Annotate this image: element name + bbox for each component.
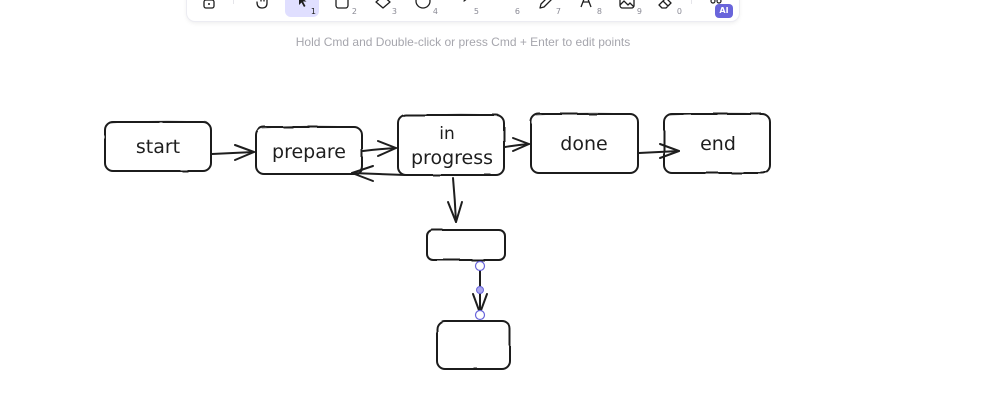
hand-icon xyxy=(256,0,268,9)
shortcut-key: 6 xyxy=(514,7,520,16)
shortcut-key: 1 xyxy=(310,7,316,16)
selection-tool-button[interactable]: 1 xyxy=(285,0,319,17)
arrow-tool-button[interactable]: 5 xyxy=(448,0,482,17)
shortcut-key: 3 xyxy=(391,7,397,16)
shortcut-key: 2 xyxy=(351,7,357,16)
rectangle-tool-button[interactable]: 2 xyxy=(326,0,360,17)
toolbar-divider xyxy=(233,0,234,4)
text-tool-button[interactable]: 8 xyxy=(571,0,605,17)
shortcut-key: 0 xyxy=(676,7,682,16)
image-icon xyxy=(619,0,635,9)
ai-badge[interactable]: AI xyxy=(715,4,733,18)
arrow-in-progress-to-done[interactable] xyxy=(504,137,530,152)
toolbar-divider xyxy=(691,0,692,4)
node-label-end: end xyxy=(700,133,736,155)
main-toolbar: 1 2 3 4 5 xyxy=(187,0,739,21)
edit-points-hint: Hold Cmd and Double-click or press Cmd +… xyxy=(295,35,631,49)
lock-tool-button[interactable] xyxy=(193,0,227,17)
extra-tools-icon xyxy=(710,0,722,4)
pencil-tool-button[interactable]: 7 xyxy=(530,0,564,17)
diagram-node-prepare[interactable] xyxy=(255,125,363,175)
ellipse-tool-button[interactable]: 4 xyxy=(407,0,441,17)
shortcut-key: 5 xyxy=(473,7,479,16)
diagram-node-empty-1[interactable] xyxy=(426,229,506,261)
diamond-icon xyxy=(375,0,391,9)
arrow-in-progress-to-empty-1[interactable] xyxy=(447,177,463,223)
lock-icon xyxy=(203,0,215,9)
diamond-tool-button[interactable]: 3 xyxy=(366,0,400,17)
diagram-node-empty-2[interactable] xyxy=(436,320,511,370)
eraser-tool-button[interactable]: 0 xyxy=(651,0,685,17)
shortcut-key: 9 xyxy=(636,7,642,16)
selection-icon xyxy=(299,0,307,7)
arrow-start-point-handle[interactable] xyxy=(474,260,486,272)
node-label-in-progress-line2: progress xyxy=(411,147,493,169)
arrow-midpoint-handle[interactable] xyxy=(476,286,484,294)
hand-tool-button[interactable] xyxy=(245,0,279,17)
arrow-done-to-end[interactable] xyxy=(638,143,680,159)
text-icon xyxy=(580,0,592,8)
node-label-start: start xyxy=(136,136,180,158)
rectangle-icon xyxy=(335,0,349,9)
arrow-point-handles[interactable] xyxy=(474,260,486,321)
diagram-node-end[interactable] xyxy=(663,112,771,174)
arrow-start-to-prepare[interactable] xyxy=(211,144,255,161)
ellipse-icon xyxy=(415,0,431,9)
shortcut-key: 7 xyxy=(555,7,561,16)
diagram-node-done[interactable] xyxy=(530,112,639,174)
shortcut-key: 8 xyxy=(596,7,602,16)
image-tool-button[interactable]: 9 xyxy=(611,0,645,17)
pencil-icon xyxy=(539,0,552,9)
extra-tools-button[interactable] xyxy=(699,0,733,17)
node-label-prepare: prepare xyxy=(272,141,346,163)
node-label-in-progress-line1: in xyxy=(439,124,455,144)
eraser-icon xyxy=(658,0,672,9)
arrow-end-point-handle[interactable] xyxy=(474,309,486,321)
line-tool-button[interactable]: 6 xyxy=(489,0,523,17)
arrow-in-progress-to-prepare[interactable] xyxy=(351,165,406,182)
shortcut-key: 4 xyxy=(432,7,438,16)
arrow-prepare-to-in-progress[interactable] xyxy=(362,140,397,157)
node-label-done: done xyxy=(560,133,607,155)
diagram-node-in-progress[interactable] xyxy=(397,113,505,176)
diagram-node-start[interactable] xyxy=(104,120,212,172)
